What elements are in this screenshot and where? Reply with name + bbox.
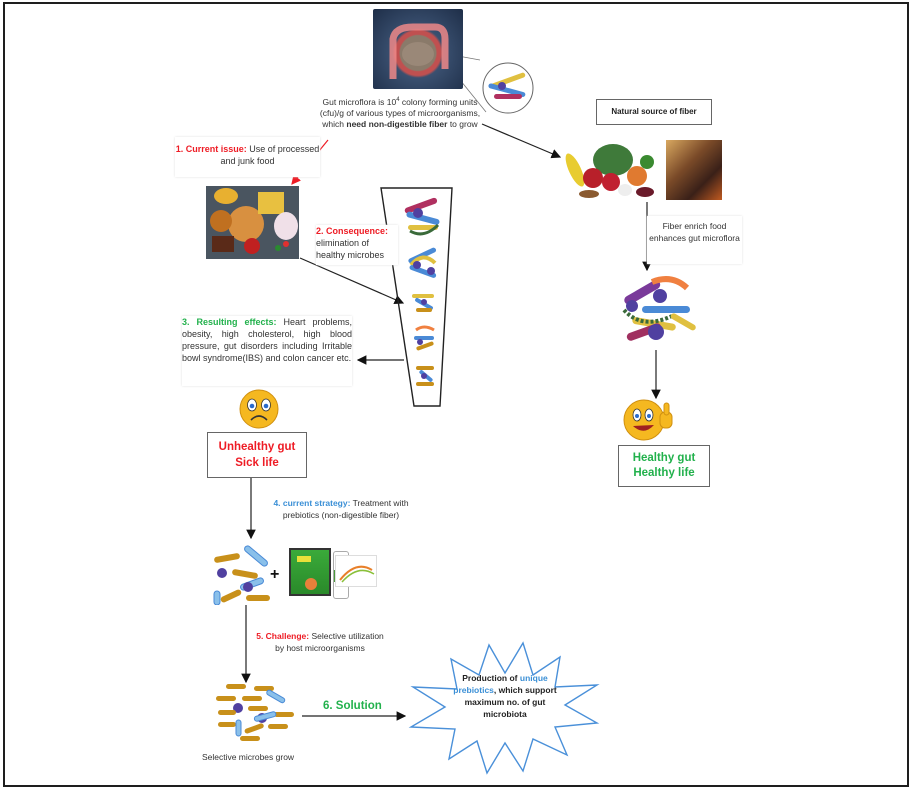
- solution-burst-text: Production of unique prebiotics, which s…: [453, 673, 557, 719]
- healthy-microbes-image: [612, 270, 702, 350]
- figure-frame: [3, 2, 909, 787]
- fruits-vegetables-image: [563, 140, 663, 200]
- step1-current-issue: 1. Current issue: Use of processed and j…: [175, 137, 320, 177]
- mixed-microbes-image: [212, 545, 272, 605]
- unhealthy-gut-box: Unhealthy gut Sick life: [207, 432, 307, 478]
- step6-solution: 6. Solution: [323, 700, 382, 712]
- funnel-microbes-5: [414, 360, 438, 390]
- plus-sign: +: [270, 566, 280, 583]
- healthy-gut-line2: Healthy life: [633, 467, 695, 479]
- healthy-gut-line1: Healthy gut: [632, 452, 696, 464]
- grains-image: [666, 140, 722, 200]
- arrow-intro-to-fiber: [481, 123, 562, 159]
- solution-burst-shape: [408, 641, 600, 775]
- prebiotic-sachet: [335, 555, 377, 587]
- funnel-microbes-2: [405, 245, 441, 283]
- prebiotic-product-box: [289, 548, 331, 596]
- step3-resulting-effects: 3. Resulting effects: Heart problems, ob…: [182, 316, 352, 386]
- happy-face-icon: [622, 398, 678, 442]
- unhealthy-gut-line2: Sick life: [235, 457, 279, 469]
- selective-microbes-caption: Selective microbes grow: [201, 752, 295, 762]
- junk-food-image: [206, 186, 299, 259]
- unhealthy-gut-line1: Unhealthy gut: [218, 441, 296, 453]
- arrow-junk-to-funnel: [299, 257, 405, 305]
- funnel-microbes-4: [412, 322, 438, 352]
- natural-source-label: Natural source of fiber: [596, 99, 712, 125]
- gut-anatomy-image: [373, 9, 463, 89]
- sad-face-icon: [238, 388, 280, 430]
- healthy-gut-box: Healthy gut Healthy life: [618, 445, 710, 487]
- step2-consequence: 2. Consequence: elimination of healthy m…: [316, 225, 398, 265]
- step5-challenge: 5. Challenge: Selective utilization by h…: [256, 631, 384, 653]
- step4-current-strategy: 4. current strategy: Treatment with preb…: [273, 498, 409, 520]
- microbe-zoom-icon: [478, 60, 538, 115]
- funnel-outline: [380, 187, 453, 407]
- fiber-note: Fiber enrich food enhances gut microflor…: [647, 216, 742, 264]
- funnel-microbes-1: [400, 195, 445, 240]
- intro-text: Gut microflora is 104 colony forming uni…: [319, 96, 481, 129]
- funnel-microbes-3: [410, 288, 438, 316]
- selective-microbes-image: [210, 682, 298, 742]
